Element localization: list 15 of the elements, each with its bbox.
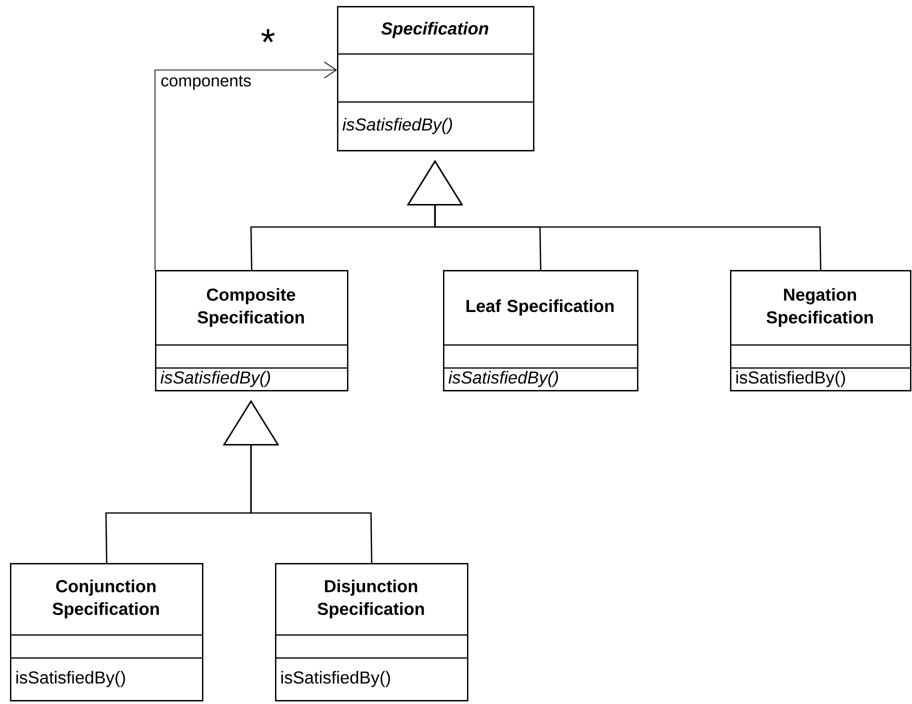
class-name: Disjunction Specification <box>318 580 424 618</box>
method-name: isSatisfiedBy() <box>342 118 452 134</box>
method-name: isSatisfiedBy() <box>448 370 558 388</box>
method-name: isSatisfiedBy() <box>281 670 390 688</box>
method-name: isSatisfiedBy() <box>16 670 125 688</box>
class-name: Negation Specification <box>766 288 873 327</box>
method-name: isSatisfiedBy() <box>160 370 270 388</box>
class-name: Conjunction Specification <box>52 580 159 618</box>
method-name: isSatisfiedBy() <box>736 370 845 388</box>
class-name: Leaf Specification <box>466 299 614 316</box>
association-arrow <box>154 62 337 270</box>
edge-label: components <box>161 76 251 90</box>
class-name: Composite Specification <box>198 288 304 327</box>
multiplicity-label: * <box>261 29 275 42</box>
class-name: Specification <box>381 22 488 38</box>
